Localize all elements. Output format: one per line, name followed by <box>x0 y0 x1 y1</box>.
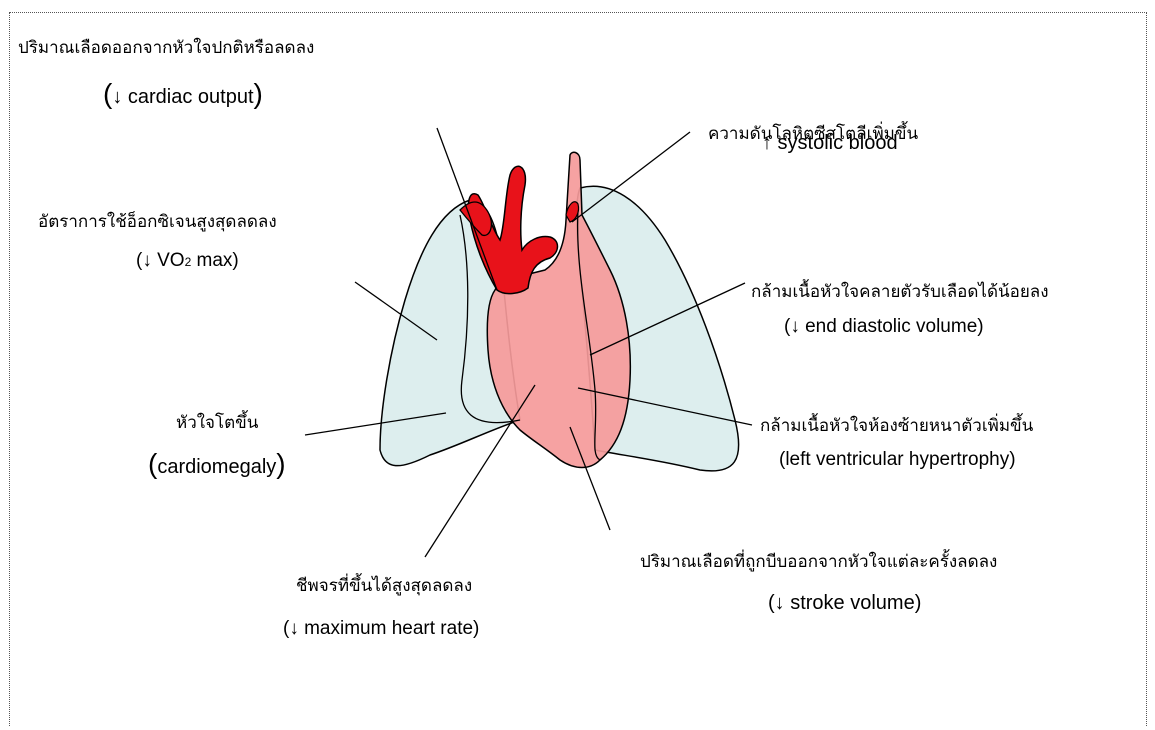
label-cardiomegaly-english: (cardiomegaly) <box>148 448 286 480</box>
label-lvh-thai: กล้ามเนื้อหัวใจห้องซ้ายหนาตัวเพิ่มขึ้น <box>760 412 1033 439</box>
paren-open: ( <box>103 78 112 109</box>
label-lvh-english: (left ventricular hypertrophy) <box>779 449 1016 471</box>
paren-close: ) <box>276 448 285 479</box>
label-diastolic-english: (↓ end diastolic volume) <box>784 316 984 338</box>
cardiomegaly-text: cardiomegaly <box>157 456 276 478</box>
label-vo2-english: (↓ VO2 max) <box>136 250 239 272</box>
label-heart-rate-english: (↓ maximum heart rate) <box>283 618 479 640</box>
label-diastolic-thai: กล้ามเนื้อหัวใจคลายตัวรับเลือดได้น้อยลง <box>751 278 1049 305</box>
label-cardiac-output-thai: ปริมาณเลือดออกจากหัวใจปกติหรือลดลง <box>18 34 314 61</box>
label-heart-rate-thai: ชีพจรที่ขึ้นได้สูงสุดลดลง <box>296 572 472 599</box>
vo2-pre: (↓ VO <box>136 250 185 271</box>
vo2-post: max) <box>191 250 239 271</box>
label-stroke-english: (↓ stroke volume) <box>768 592 921 615</box>
paren-close: ) <box>254 78 263 109</box>
label-vo2-thai: อัตราการใช้อ็อกซิเจนสูงสุดลดลง <box>38 208 277 235</box>
label-cardiomegaly-thai: หัวใจโตขึ้น <box>176 409 258 436</box>
paren-open: ( <box>148 448 157 479</box>
cardiac-output-text: ↓ cardiac output <box>112 86 253 108</box>
label-stroke-thai: ปริมาณเลือดที่ถูกบีบออกจากหัวใจแต่ละครั้… <box>640 548 997 575</box>
label-cardiac-output-english: (↓ cardiac output) <box>103 78 263 110</box>
label-systolic-english: ↑ systolic blood <box>762 132 898 155</box>
